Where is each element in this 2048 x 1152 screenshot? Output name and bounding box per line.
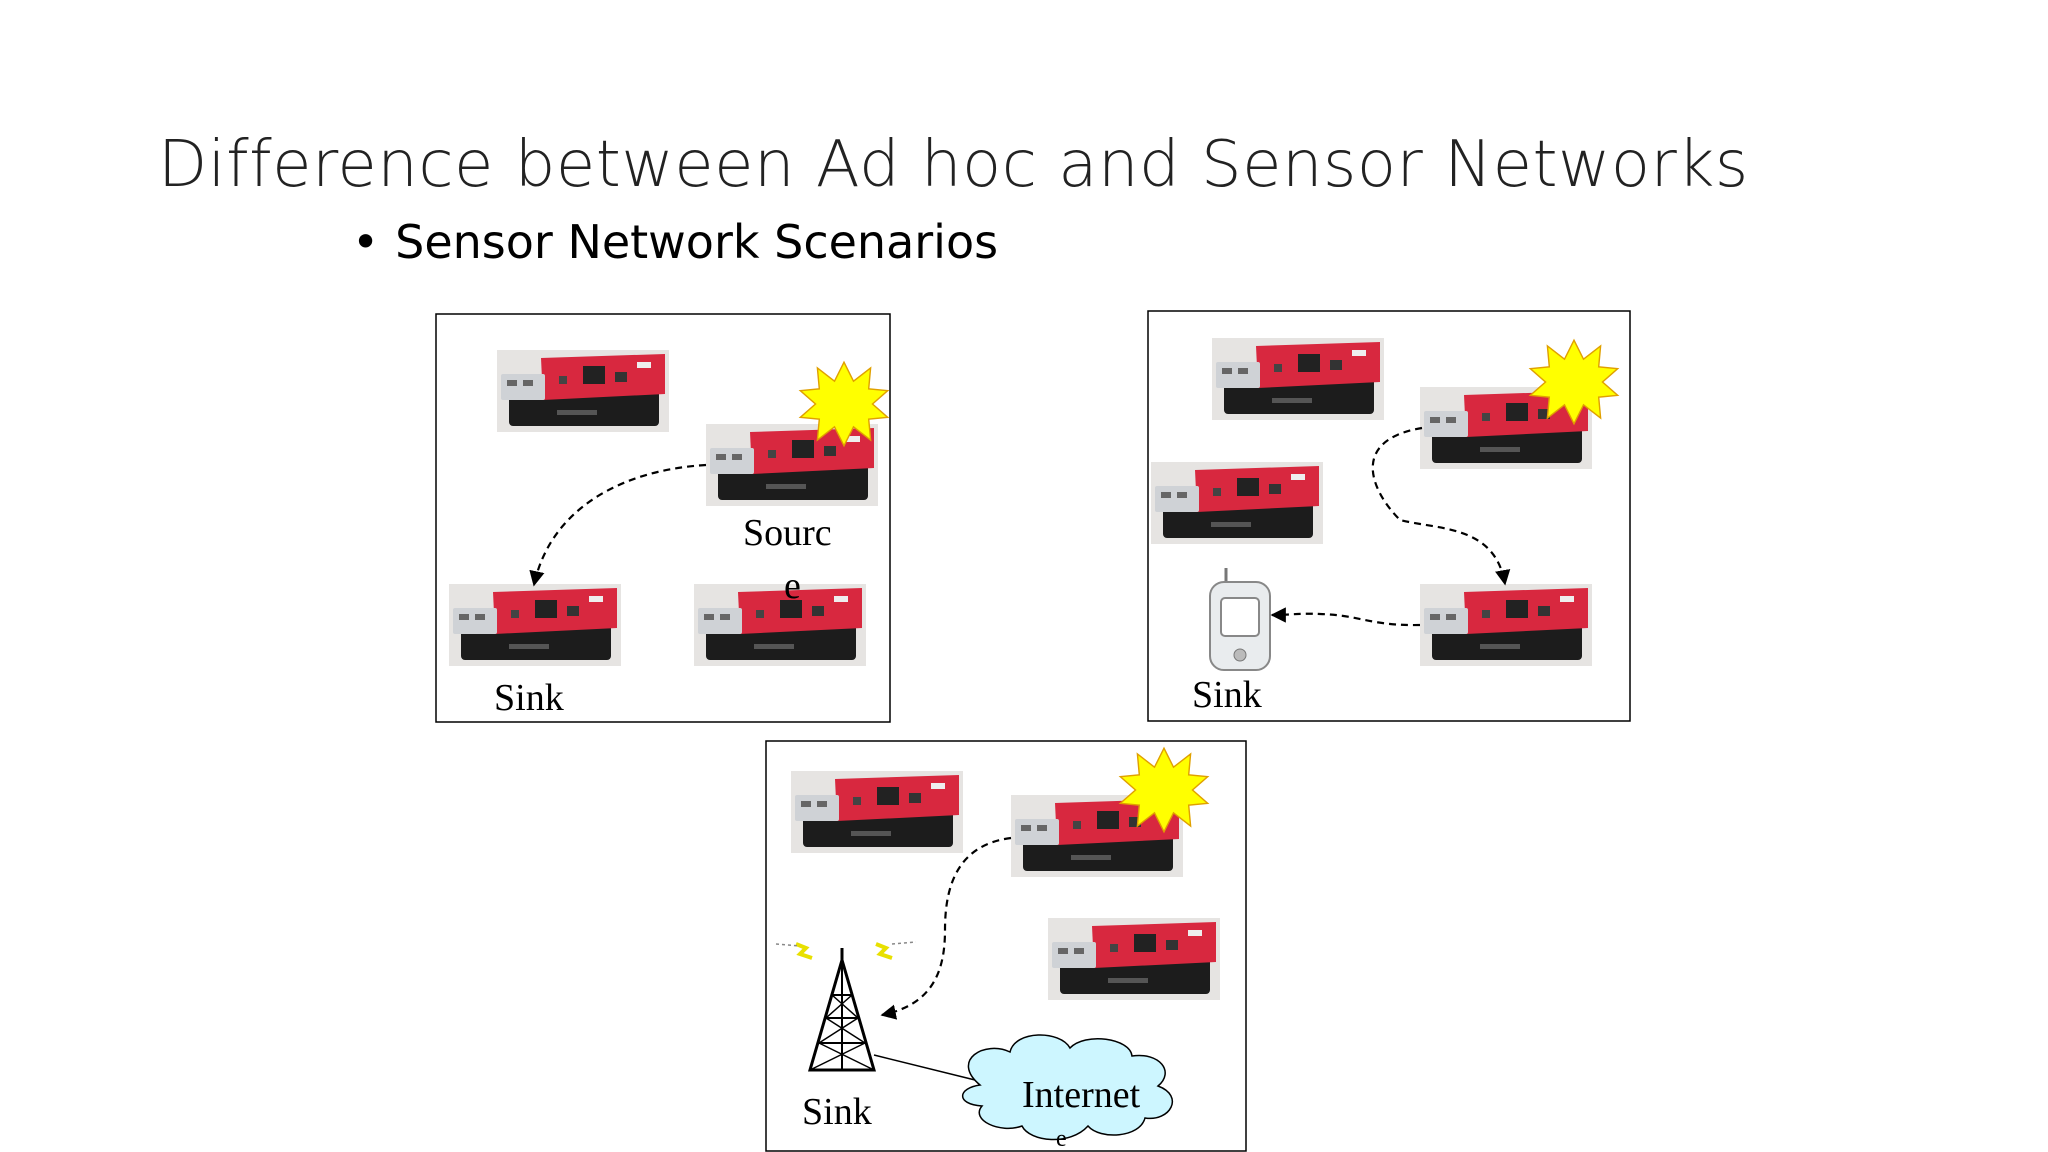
sensor-node-icon <box>694 584 866 666</box>
bullet-text: Sensor Network Scenarios <box>395 215 999 269</box>
sensor-node-icon <box>1420 584 1592 666</box>
antenna-tower-icon <box>775 941 917 1072</box>
sink-label: Sink <box>494 677 564 719</box>
bullet-dot: • <box>352 215 380 269</box>
sensor-node-icon <box>1151 462 1323 544</box>
sensor-node-icon <box>706 424 878 506</box>
bullet-item: • Sensor Network Scenarios <box>352 215 998 269</box>
sensor-node-icon <box>449 584 621 666</box>
data-path-arrow <box>1270 607 1421 627</box>
data-path-arrow <box>1371 426 1511 586</box>
tower-internet-link <box>873 1054 976 1081</box>
sensor-node-icon <box>1048 918 1220 1000</box>
sensor-node-icon <box>497 350 669 432</box>
data-path-arrow <box>529 463 707 587</box>
sink-label: Sink <box>1192 674 1262 716</box>
internet-cloud-icon <box>962 1034 1174 1141</box>
scenario-panel-1: Sourc e Sink <box>435 313 891 723</box>
data-path-arrow <box>880 836 1012 1020</box>
scenario-panel-3: Internet e Sink <box>765 740 1247 1152</box>
sensor-node-icon <box>791 771 963 853</box>
slide-title: Difference between Ad hoc and Sensor Net… <box>158 128 1749 202</box>
internet-label: Internet <box>1022 1074 1141 1116</box>
source-label: Sourc <box>743 512 832 554</box>
scenario-panel-2: Sink <box>1147 310 1631 722</box>
sink-label: Sink <box>802 1091 872 1133</box>
internet-label-cont: e <box>1056 1126 1067 1152</box>
source-label-cont: e <box>784 565 801 607</box>
sensor-node-icon <box>1212 338 1384 420</box>
pda-sink-icon <box>1209 568 1271 671</box>
